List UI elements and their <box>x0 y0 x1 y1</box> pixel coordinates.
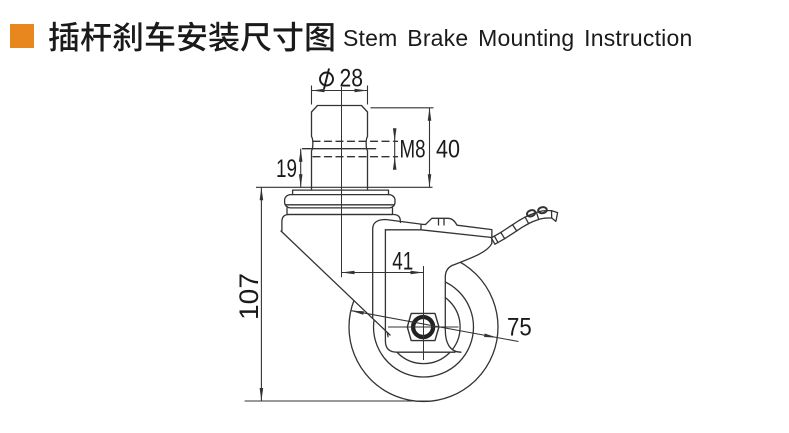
svg-text:40: 40 <box>436 136 460 164</box>
svg-text:75: 75 <box>507 314 532 342</box>
svg-text:28: 28 <box>340 65 364 93</box>
svg-text:41: 41 <box>392 248 413 276</box>
svg-text:107: 107 <box>234 273 264 320</box>
svg-text:M8: M8 <box>400 136 426 164</box>
svg-text:Stem Brake Mounting Instructio: Stem Brake Mounting Instruction <box>343 25 692 51</box>
svg-text:19: 19 <box>276 155 297 183</box>
